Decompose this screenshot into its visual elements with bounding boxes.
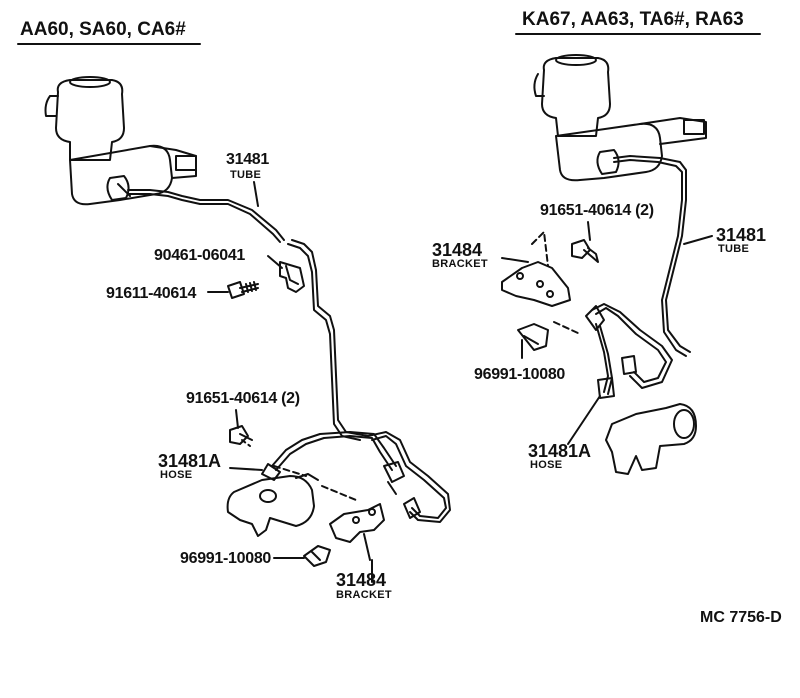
left-bracket-label: BRACKET [336, 589, 392, 601]
left-tube-clip [279, 261, 305, 293]
right-tube-number: 31481 [716, 225, 767, 245]
right-master-cylinder-body [555, 117, 707, 182]
left-bolt-pair-number: 91651-40614 (2) [186, 390, 300, 407]
right-hose-number: 31481A [528, 441, 592, 461]
left-tube-label: TUBE [230, 169, 262, 181]
right-release-cylinder [605, 403, 697, 475]
left-hose-number: 31481A [158, 451, 222, 471]
left-bolt [227, 281, 259, 299]
left-master-cylinder-reservoir [44, 76, 125, 161]
right-bolt-leader [587, 221, 591, 241]
left-bolt-number: 91611-40614 [106, 285, 197, 302]
right-clip [517, 321, 581, 351]
left-hose-leader [229, 467, 263, 471]
left-tube-number: 31481 [226, 151, 269, 168]
left-clip-leader [267, 255, 283, 269]
left-hose-outlet-tube [367, 431, 451, 523]
right-hose [585, 303, 673, 399]
left-bolt2-leader [235, 409, 239, 429]
right-bolt-pair-number: 91651-40614 (2) [540, 202, 654, 219]
right-bracket-leader [501, 257, 529, 263]
right-bracket [501, 231, 571, 307]
left-bracket-number: 31484 [336, 570, 387, 590]
right-bolt-pair [571, 239, 599, 263]
left-bottom-clip [303, 545, 331, 567]
right-tube [613, 155, 691, 357]
left-bracket [329, 503, 385, 561]
right-hose-leader [567, 395, 601, 445]
right-tube-leader [683, 235, 713, 245]
left-tube [127, 189, 369, 441]
left-clip-number: 90461-06041 [154, 247, 246, 264]
left-release-cylinder [226, 465, 357, 537]
right-bracket-label: BRACKET [432, 258, 488, 270]
left-clip2-number: 96991-10080 [180, 550, 272, 567]
right-tube-label: TUBE [718, 243, 750, 255]
left-model-title: AA60, SA60, CA6# [20, 19, 186, 40]
left-tube-leader [253, 181, 259, 207]
left-hose-label: HOSE [160, 469, 193, 481]
right-clip-number: 96991-10080 [474, 366, 566, 383]
figure-code: MC 7756-D [700, 609, 782, 626]
right-bracket-number: 31484 [432, 240, 483, 260]
right-master-cylinder-reservoir [533, 54, 611, 137]
left-hose [261, 431, 405, 495]
right-model-title: KA67, AA63, TA6#, RA63 [522, 9, 744, 30]
left-master-cylinder-body [69, 144, 197, 206]
right-hose-label: HOSE [530, 459, 563, 471]
left-bolt-pair [229, 425, 253, 447]
